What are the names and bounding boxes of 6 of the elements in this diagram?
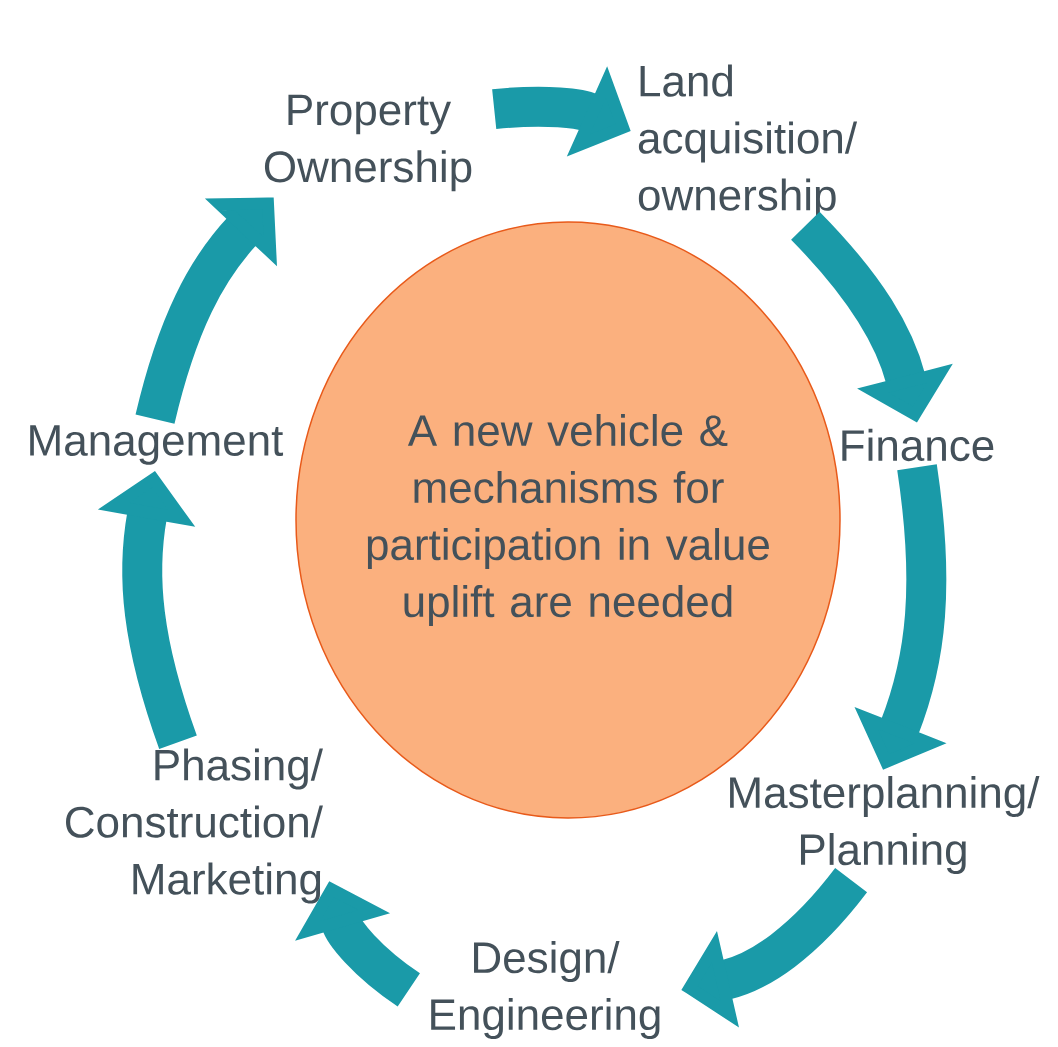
- block-arrow: [135, 197, 277, 424]
- label-text: Property Ownership: [264, 94, 472, 192]
- label-text: Design/ Engineering: [431, 941, 660, 1039]
- label-text: Finance: [842, 428, 994, 462]
- label-text: Land acquisition/ ownership: [638, 64, 858, 220]
- label-text: Management: [30, 425, 284, 465]
